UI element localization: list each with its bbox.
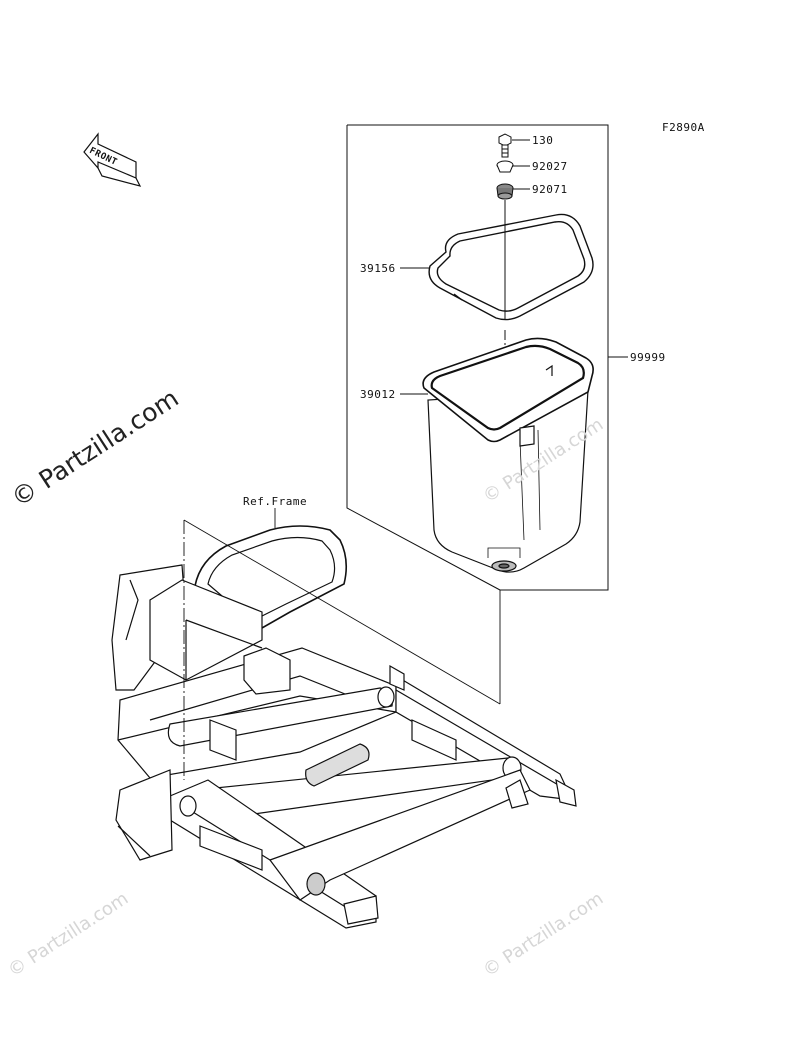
gasket-seal	[428, 213, 594, 321]
reference-lines	[183, 519, 501, 780]
part-number-92027[interactable]: 92027	[532, 160, 568, 173]
grommet-icon	[496, 183, 514, 200]
leader-lines	[274, 139, 628, 528]
assembly-bracket	[346, 124, 609, 591]
part-number-99999[interactable]: 99999	[630, 351, 666, 364]
diagram-code: F2890A	[662, 121, 705, 134]
reference-frame-label: Ref.Frame	[243, 495, 308, 508]
washer-icon	[496, 160, 514, 173]
storage-box	[422, 337, 594, 573]
part-number-39012[interactable]: 39012	[360, 388, 396, 401]
bolt-icon	[498, 133, 512, 158]
front-arrow-icon	[83, 132, 142, 187]
part-number-130[interactable]: 130	[532, 134, 554, 147]
part-number-92071[interactable]: 92071	[532, 183, 568, 196]
part-number-39156[interactable]: 39156	[360, 262, 396, 275]
reference-frame	[111, 525, 577, 929]
